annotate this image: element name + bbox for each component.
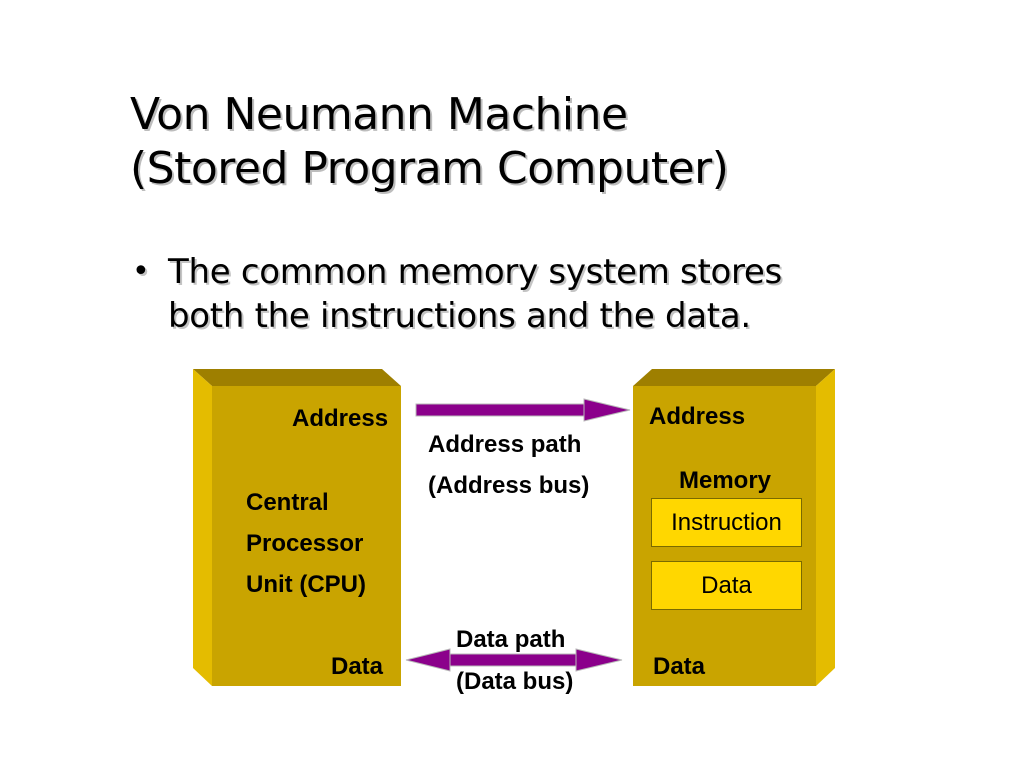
- cpu-block-front: [212, 386, 401, 686]
- cpu-name-line-2: Processor: [246, 530, 364, 557]
- cpu-address-label: Address: [292, 405, 389, 432]
- memory-instruction-label: Instruction: [671, 508, 782, 536]
- title-line-2: (Stored Program Computer): [130, 143, 729, 194]
- address-bus-arrow: [415, 398, 631, 422]
- cpu-data-label: Data: [331, 653, 384, 680]
- memory-address-label: Address: [649, 403, 746, 430]
- cpu-name-line-3: Unit (CPU): [246, 571, 366, 598]
- cpu-block-top: [193, 369, 401, 386]
- address-path-label: Address path: [428, 431, 582, 458]
- cpu-block: [193, 369, 401, 686]
- memory-data-box-label: Data: [701, 571, 752, 599]
- memory-block-side: [816, 369, 835, 686]
- memory-block-top: [633, 369, 835, 386]
- cpu-block-side: [193, 369, 212, 686]
- cpu-name-line-1: Central: [246, 489, 329, 516]
- title-line-1: Von Neumann Machine: [130, 89, 628, 140]
- memory-title: Memory: [679, 467, 772, 494]
- bullet-line-1: The common memory system stores: [168, 252, 782, 292]
- data-bus-label: (Data bus): [456, 668, 574, 695]
- bullet-line-2: both the instructions and the data.: [168, 296, 751, 336]
- bullet-text: The common memory system stores both the…: [168, 250, 782, 338]
- memory-data-label: Data: [653, 653, 706, 680]
- slide-title: Von Neumann Machine (Stored Program Comp…: [130, 88, 729, 196]
- data-path-label: Data path: [456, 626, 566, 653]
- memory-data-box: Data: [651, 561, 802, 610]
- data-bus-arrow: [405, 648, 623, 672]
- address-bus-label: (Address bus): [428, 472, 590, 499]
- memory-instruction-box: Instruction: [651, 498, 802, 547]
- bullet-icon: •: [132, 254, 150, 289]
